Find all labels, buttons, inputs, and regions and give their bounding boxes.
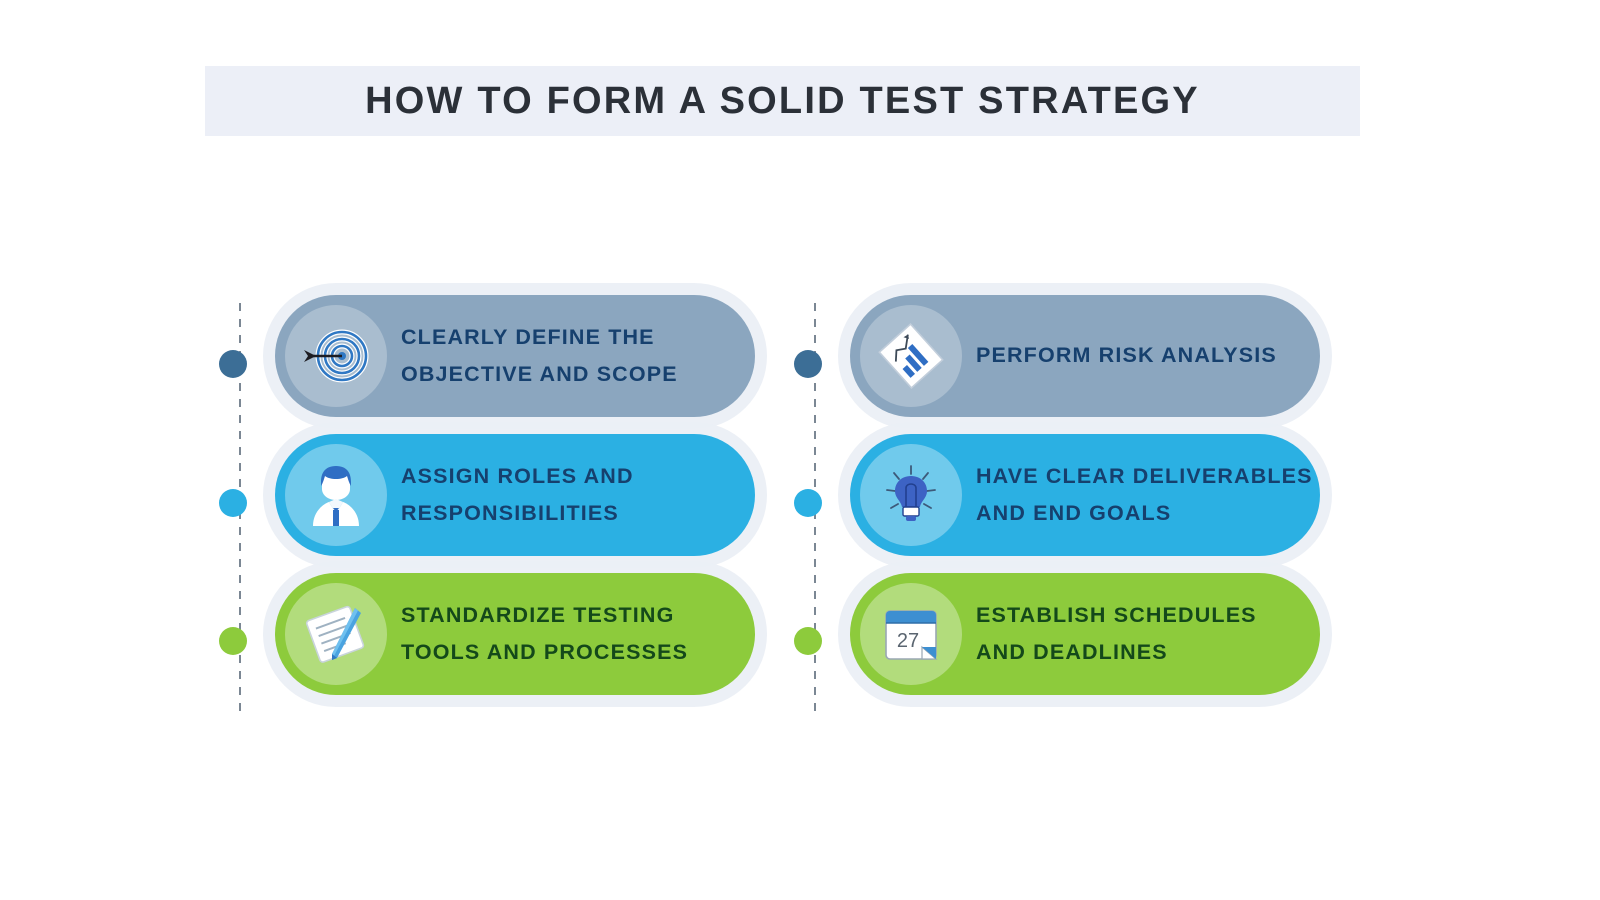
- right-column: PERFORM RISK ANALYSIS: [794, 295, 1323, 715]
- step-label: HAVE CLEAR DELIVERABLES AND END GOALS: [976, 464, 1313, 525]
- step-label: CLEARLY DEFINE THE OBJECTIVE AND SCOPE: [401, 325, 678, 386]
- rail-dot-left-2: [219, 489, 247, 517]
- step-card-clearly-define-objective[interactable]: CLEARLY DEFINE THE OBJECTIVE AND SCOPE: [275, 295, 755, 417]
- page-title: HOW TO FORM A SOLID TEST STRATEGY: [365, 79, 1200, 122]
- step-card-establish-schedules[interactable]: 27 ESTABLISH SCHEDULES AND DEADLINES: [850, 573, 1320, 695]
- rail-dot-left-1: [219, 350, 247, 378]
- step-card-perform-risk-analysis[interactable]: PERFORM RISK ANALYSIS: [850, 295, 1320, 417]
- title-banner: HOW TO FORM A SOLID TEST STRATEGY: [205, 66, 1360, 136]
- left-column: CLEARLY DEFINE THE OBJECTIVE AND SCOPE A…: [219, 295, 755, 715]
- rail-dot-left-3: [219, 627, 247, 655]
- step-label: ASSIGN ROLES AND RESPONSIBILITIES: [401, 464, 634, 525]
- target-dart-icon: [285, 305, 387, 407]
- notepad-pen-icon: [285, 583, 387, 685]
- rail-dot-right-1: [794, 350, 822, 378]
- step-label: PERFORM RISK ANALYSIS: [976, 343, 1277, 368]
- person-user-icon: [285, 444, 387, 546]
- step-card-have-clear-deliverables[interactable]: HAVE CLEAR DELIVERABLES AND END GOALS: [850, 434, 1320, 556]
- step-label: STANDARDIZE TESTING TOOLS AND PROCESSES: [401, 603, 689, 664]
- step-card-standardize-testing-tools[interactable]: STANDARDIZE TESTING TOOLS AND PROCESSES: [275, 573, 755, 695]
- lightbulb-icon: [860, 444, 962, 546]
- step-card-assign-roles[interactable]: ASSIGN ROLES AND RESPONSIBILITIES: [275, 434, 755, 556]
- rail-dot-right-2: [794, 489, 822, 517]
- calendar-icon: 27: [860, 583, 962, 685]
- step-label: ESTABLISH SCHEDULES AND DEADLINES: [976, 603, 1257, 664]
- rail-dot-right-3: [794, 627, 822, 655]
- calendar-day-number: 27: [897, 630, 919, 652]
- risk-chart-document-icon: [860, 305, 962, 407]
